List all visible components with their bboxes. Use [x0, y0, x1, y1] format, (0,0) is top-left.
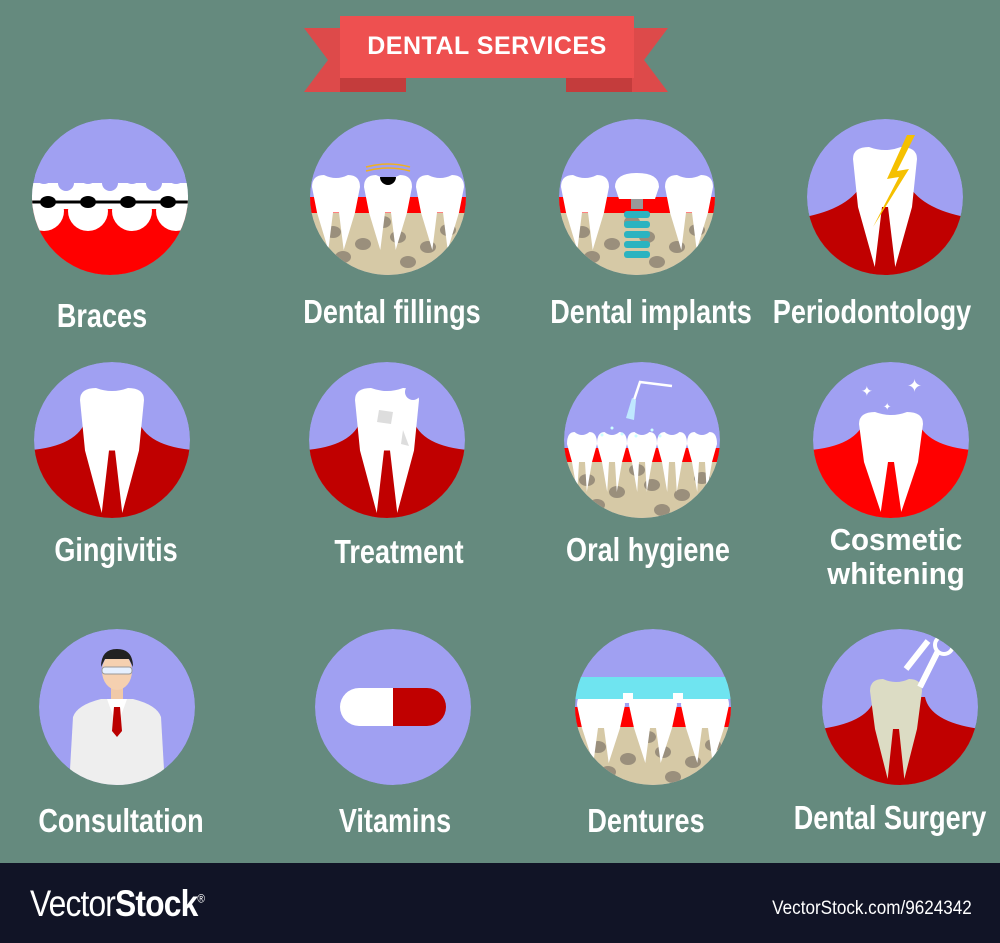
service-label: Gingivitis: [54, 531, 178, 568]
damaged-tooth-icon: [309, 362, 465, 518]
service-label: Periodontology: [772, 293, 972, 330]
title-ribbon: [304, 16, 668, 92]
pill-icon: [315, 629, 471, 785]
water-jet-icon: [564, 362, 720, 518]
footer: VectorStock® VectorStock.com/9624342: [0, 863, 1000, 943]
tooth-gum-icon: [34, 362, 190, 518]
sparkling-tooth-icon: ✦ ✦ ✦: [813, 362, 969, 518]
service-label: Cosmetic whitening: [827, 522, 965, 591]
service-label: Treatment: [334, 533, 464, 570]
toothache-icon: [807, 119, 963, 275]
dentures-icon: [575, 629, 731, 785]
stock-id: VectorStock.com/9624342: [772, 898, 972, 919]
service-label: Consultation: [38, 802, 204, 839]
service-label: Dental fillings: [303, 293, 481, 330]
service-label: Dental implants: [550, 293, 752, 330]
service-label: Oral hygiene: [566, 531, 730, 568]
svg-text:✦: ✦: [861, 383, 873, 399]
service-label: Dental Surgery: [793, 799, 987, 836]
svg-text:✦: ✦: [907, 376, 922, 396]
filling-icon: [310, 119, 466, 275]
service-label: Vitamins: [338, 802, 452, 839]
page-title: DENTAL SERVICES: [367, 32, 607, 60]
dentist-icon: [39, 629, 195, 785]
service-label: Dentures: [587, 802, 705, 839]
service-label: Braces: [56, 297, 148, 334]
implant-icon: [559, 119, 715, 275]
braces-icon: [32, 119, 188, 275]
vectorstock-logo: VectorStock®: [30, 883, 205, 924]
extraction-forceps-icon: [822, 629, 978, 785]
svg-text:✦: ✦: [883, 402, 891, 413]
